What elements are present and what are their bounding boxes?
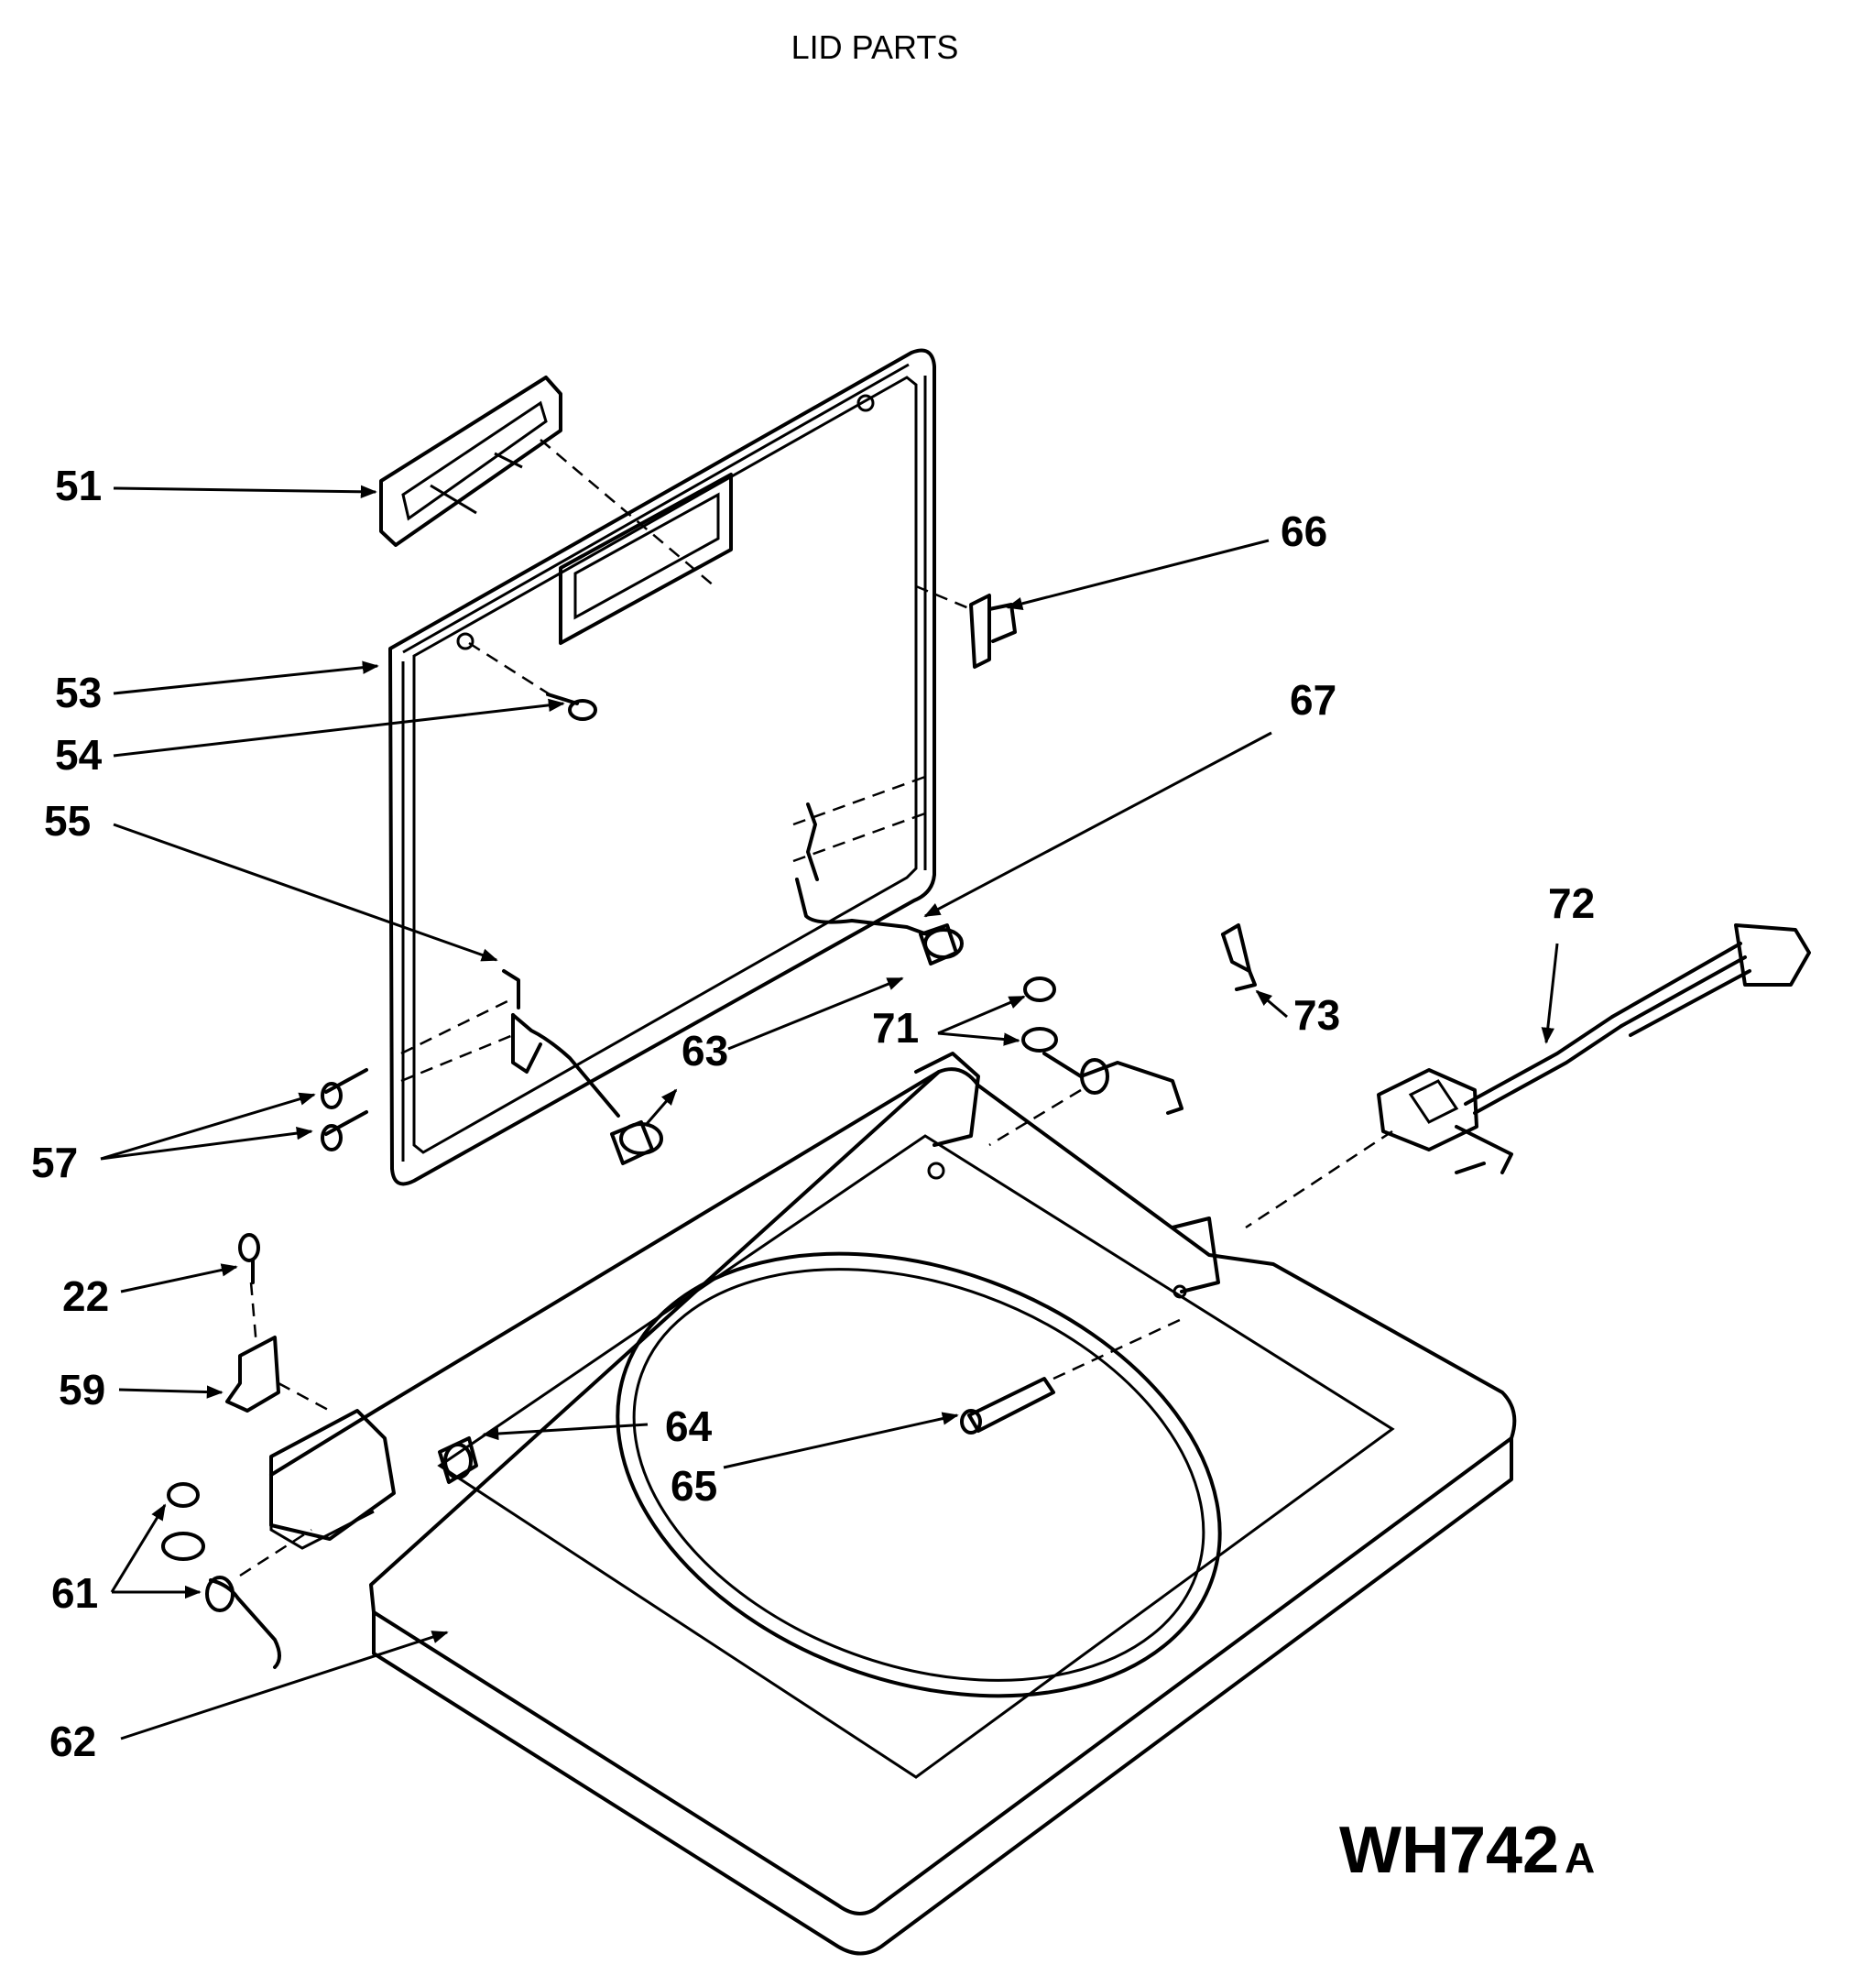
leader-lines	[100, 485, 1559, 1740]
callout-67: 67	[1290, 676, 1336, 724]
part-64-bumper	[438, 1436, 478, 1484]
callout-53: 53	[55, 669, 102, 716]
callout-59: 59	[59, 1366, 105, 1413]
part-63-bushings	[610, 923, 964, 1165]
callout-22: 22	[62, 1272, 109, 1320]
washer-top	[269, 1052, 1517, 1956]
callout-51: 51	[55, 462, 102, 509]
part-66-clip	[915, 584, 1017, 669]
callout-72: 72	[1548, 879, 1595, 927]
diagram-title: LID PARTS	[791, 28, 959, 66]
part-22-screw	[238, 1233, 260, 1348]
part-55-hinge-rod	[400, 969, 620, 1118]
part-73-clip	[1221, 923, 1257, 991]
callout-73: 73	[1293, 991, 1340, 1039]
part-57-screws	[321, 1068, 368, 1151]
part-61-spring	[161, 1482, 312, 1669]
callout-57: 57	[31, 1139, 78, 1186]
callout-64: 64	[665, 1402, 713, 1450]
diagram-code: WH742	[1339, 1814, 1559, 1887]
callout-66: 66	[1281, 507, 1327, 555]
part-71-spring	[988, 977, 1183, 1147]
callout-71: 71	[872, 1004, 919, 1052]
part-65-screw	[960, 1317, 1183, 1435]
diagram-code-suffix: A	[1565, 1834, 1595, 1882]
part-72-lid-switch	[1245, 923, 1811, 1229]
lid-frame	[388, 348, 936, 1186]
part-67-hinge-rod	[792, 775, 929, 936]
part-51-handle	[379, 376, 715, 587]
callout-labels: 51 53 54 55 57 22 59 61 62 63 64 65 66 6…	[31, 462, 1595, 1765]
callout-55: 55	[44, 797, 91, 845]
callout-65: 65	[671, 1462, 717, 1510]
callout-61: 61	[51, 1569, 98, 1617]
callout-63: 63	[682, 1027, 728, 1075]
callout-62: 62	[49, 1718, 96, 1765]
part-59-bracket	[225, 1336, 331, 1413]
callout-54: 54	[55, 731, 103, 779]
